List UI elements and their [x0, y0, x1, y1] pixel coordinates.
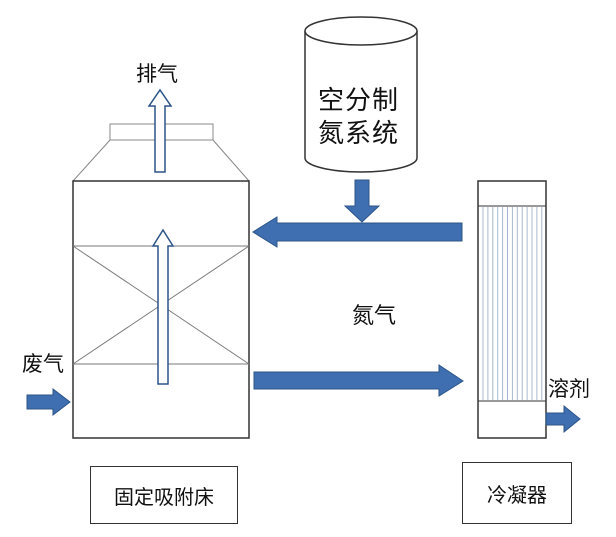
tower-hood-right [212, 139, 250, 182]
nitrogen-system-label-line2: 氮系统 [318, 119, 400, 149]
adsorption-bed-label-box: 固定吸附床 [90, 466, 238, 524]
nitrogen-label: 氮气 [352, 304, 397, 329]
nitrogen-left-arrow [252, 216, 463, 248]
solvent-arrow [545, 404, 581, 434]
condenser-label: 冷凝器 [487, 482, 547, 507]
condenser-label-box: 冷凝器 [462, 462, 572, 524]
exhaust-arrow [147, 88, 173, 173]
exhaust-label: 排气 [136, 62, 178, 86]
internal-flow-arrow [151, 228, 175, 385]
nitrogen-down-arrow [343, 179, 381, 223]
condenser-tube-bundle [482, 207, 543, 400]
solvent-label: 溶剂 [548, 377, 590, 401]
tower-hood-left [72, 139, 111, 182]
adsorption-bed-label: 固定吸附床 [114, 484, 214, 509]
nitrogen-right-arrow [253, 364, 464, 397]
nitrogen-system-label-line1: 空分制 [318, 86, 400, 116]
nitrogen-system-cylinder-top [304, 16, 418, 46]
waste-gas-label: 废气 [22, 352, 64, 376]
waste-gas-arrow [26, 387, 71, 417]
nitrogen-system-cylinder [304, 31, 418, 173]
